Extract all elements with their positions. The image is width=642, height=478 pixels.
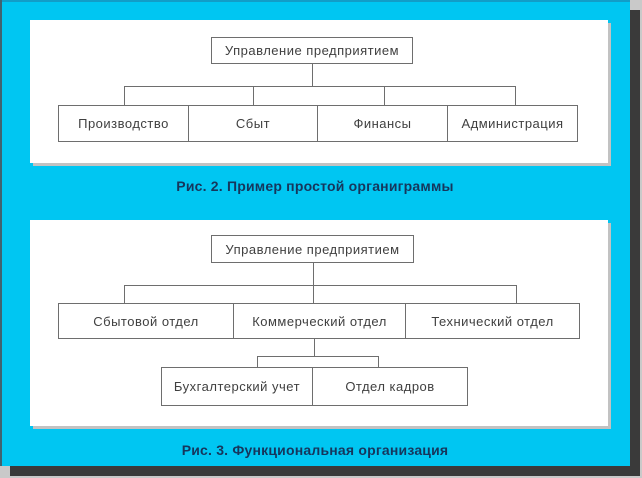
org-box: Сбытовой отдел bbox=[58, 303, 234, 339]
connector-line bbox=[515, 86, 516, 105]
org-box-root: Управление предприятием bbox=[211, 37, 413, 64]
org-children-row: Сбытовой отдел Коммерческий отдел Технич… bbox=[58, 303, 580, 339]
connector-line bbox=[312, 64, 313, 86]
org-subchildren-row: Бухгалтерский учет Отдел кадров bbox=[161, 367, 468, 406]
connector-line bbox=[257, 356, 379, 357]
figure2-caption: Рис. 2. Пример простой органиграммы bbox=[176, 178, 454, 194]
connector-line bbox=[384, 86, 385, 105]
org-children-row: Производство Сбыт Финансы Администрация bbox=[58, 105, 578, 142]
org-box-root: Управление предприятием bbox=[211, 235, 414, 263]
org-box: Администрация bbox=[447, 105, 578, 142]
org-box: Сбыт bbox=[188, 105, 318, 142]
org-box: Финансы bbox=[317, 105, 448, 142]
org-box: Технический отдел bbox=[405, 303, 580, 339]
org-box: Бухгалтерский учет bbox=[161, 367, 313, 406]
org-box: Производство bbox=[58, 105, 189, 142]
connector-line bbox=[124, 86, 516, 87]
connector-line bbox=[253, 86, 254, 105]
org-box: Коммерческий отдел bbox=[233, 303, 406, 339]
connector-line bbox=[313, 285, 314, 303]
connector-line bbox=[313, 263, 314, 285]
connector-line bbox=[124, 86, 125, 105]
figure3-caption: Рис. 3. Функциональная организация bbox=[181, 442, 449, 458]
connector-line bbox=[314, 339, 315, 356]
slide-left-edge bbox=[0, 0, 2, 466]
slide-background: Управление предприятием Производство Сбы… bbox=[0, 0, 630, 466]
connector-line bbox=[124, 285, 125, 303]
slide-top-edge bbox=[0, 0, 630, 2]
org-box: Отдел кадров bbox=[312, 367, 468, 406]
figure3-panel: Управление предприятием Сбытовой отдел К… bbox=[30, 220, 608, 426]
connector-line bbox=[516, 285, 517, 303]
connector-line bbox=[257, 356, 258, 367]
connector-line bbox=[378, 356, 379, 367]
connector-line bbox=[124, 285, 517, 286]
figure2-panel: Управление предприятием Производство Сбы… bbox=[30, 20, 608, 163]
